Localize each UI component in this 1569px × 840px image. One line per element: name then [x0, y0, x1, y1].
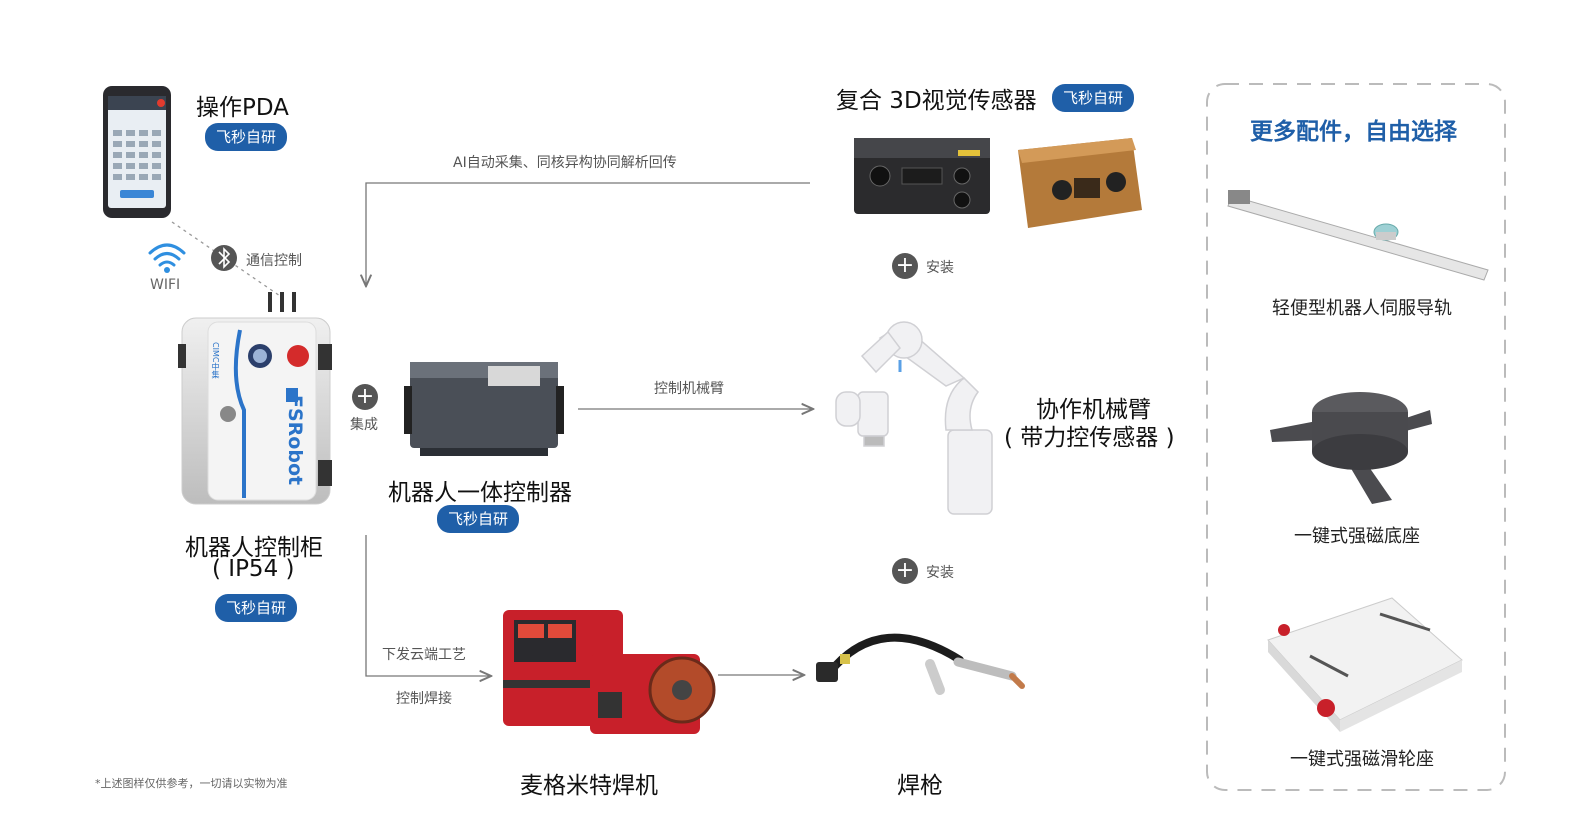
sensor-badge: 飞秒自研	[1052, 84, 1135, 112]
welding-torch-image	[816, 633, 1025, 695]
accessory-caption-pulley-base: 一键式强磁滑轮座	[1290, 749, 1434, 770]
welder-title: 麦格米特焊机	[520, 773, 658, 799]
welding-machine-image	[503, 610, 716, 734]
install-label-bottom: 安装	[926, 565, 954, 581]
accessories-title: 更多配件，自由选择	[1250, 119, 1457, 145]
bluetooth-icon	[211, 245, 237, 271]
control-cabinet-image	[178, 292, 332, 505]
weld-arrow-label-2: 控制焊接	[396, 691, 452, 707]
accessory-caption-rail: 轻便型机器人伺服导轨	[1272, 298, 1452, 319]
install-plus-icon-top: +	[892, 253, 918, 279]
magnetic-pulley-base-image	[1267, 597, 1463, 732]
vision-sensor-black-image	[854, 138, 990, 214]
cabinet-brand: FSRobot	[284, 395, 306, 486]
weld-arrow-label-1: 下发云端工艺	[382, 647, 466, 663]
arm-arrow-label: 控制机械臂	[654, 381, 724, 397]
cabinet-badge: 飞秒自研	[215, 594, 298, 622]
wifi-label: WIFI	[150, 277, 181, 293]
comm-label: 通信控制	[246, 253, 302, 269]
cabinet-title: 机器人控制柜	[185, 535, 323, 561]
magnetic-base-image	[1270, 392, 1432, 504]
sensor-arrow-label: AI自动采集、同核异构协同解析回传	[453, 155, 677, 171]
pda-device-image	[103, 86, 171, 218]
install-plus-icon-bottom: +	[892, 558, 918, 584]
accessories-panel	[1206, 83, 1506, 791]
integrate-plus-icon: +	[352, 384, 378, 410]
install-label-top: 安装	[926, 260, 954, 276]
cabinet-subtitle: ( IP54 )	[212, 556, 295, 582]
vision-sensor-wood-image	[1018, 138, 1142, 228]
footnote: *上述图样仅供参考，一切请以实物为准	[95, 777, 288, 790]
cabinet-to-welder-arrow	[365, 535, 490, 676]
pda-badge: 飞秒自研	[205, 123, 288, 151]
sensor-title: 复合 3D视觉传感器	[836, 88, 1037, 114]
arm-title: 协作机械臂	[1036, 397, 1151, 423]
accessory-caption-magnetic-base: 一键式强磁底座	[1294, 526, 1420, 547]
integrate-label: 集成	[350, 417, 378, 433]
controller-title: 机器人一体控制器	[388, 480, 572, 506]
integrated-controller-image	[404, 362, 564, 456]
controller-badge: 飞秒自研	[437, 505, 520, 533]
wifi-icon	[148, 243, 186, 267]
robot-arm-image	[835, 321, 993, 515]
arm-subtitle: ( 带力控传感器 )	[1004, 425, 1175, 451]
servo-rail-image	[1227, 190, 1489, 281]
pda-title: 操作PDA	[196, 95, 289, 121]
cabinet-maker-logo: CIMC中集	[211, 342, 220, 379]
torch-title: 焊枪	[897, 773, 943, 799]
pda-link-dotted	[171, 221, 284, 299]
sensor-to-cabinet-arrow	[366, 182, 810, 285]
